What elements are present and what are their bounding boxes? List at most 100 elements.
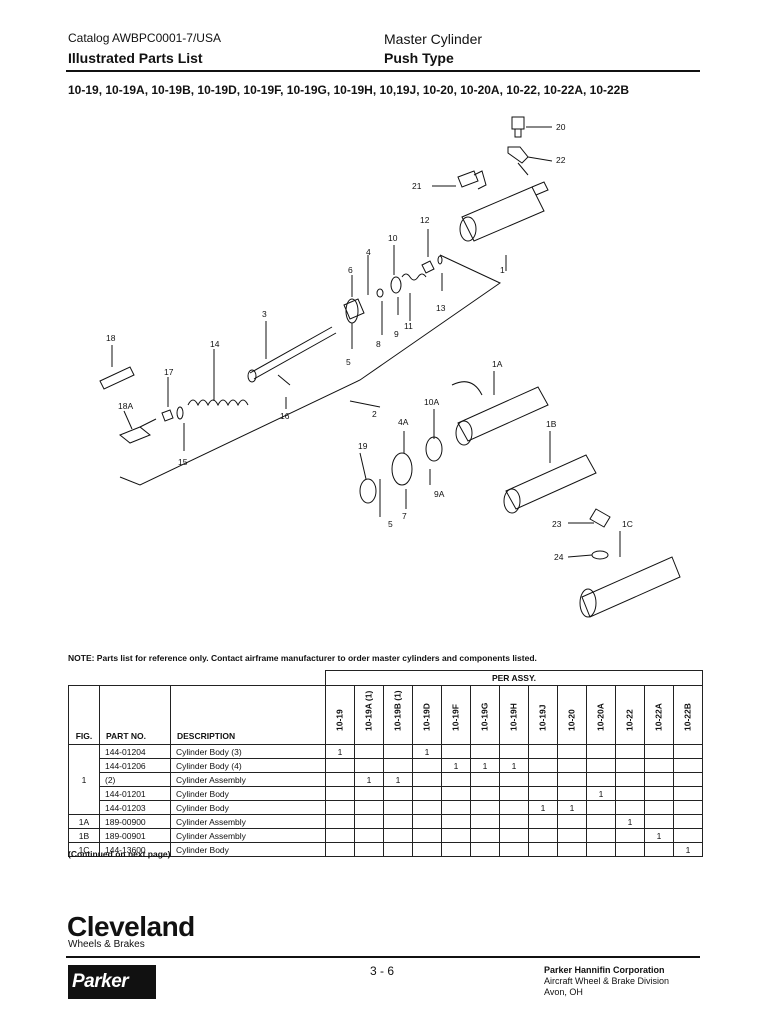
quantity-cell <box>644 772 674 787</box>
diagram-label: 4 <box>366 247 371 257</box>
quantity-cell <box>383 842 413 857</box>
diagram-label: 1 <box>500 265 505 275</box>
quantity-cell <box>673 814 703 829</box>
description-cell: Cylinder Assembly <box>170 814 326 829</box>
quantity-cell: 1 <box>383 772 413 787</box>
col-model: 10-19B (1) <box>383 685 413 745</box>
diagram-label: 18 <box>106 333 116 343</box>
quantity-cell <box>354 800 384 815</box>
quantity-cell <box>557 772 587 787</box>
quantity-cell <box>354 744 384 759</box>
continued-note: (Continued on next page) <box>68 849 171 859</box>
quantity-cell <box>354 786 384 801</box>
quantity-cell <box>499 828 529 843</box>
diagram-label: 3 <box>262 309 267 319</box>
diagram-label: 5 <box>346 357 351 367</box>
part-number-cell: 189-00900 <box>99 814 171 829</box>
col-model: 10-20A <box>586 685 616 745</box>
col-model: 10-22A <box>644 685 674 745</box>
exploded-parts-diagram: 20 22 21 12 10 4 6 1 13 11 9 8 5 3 18 17… <box>99 116 681 618</box>
diagram-label: 24 <box>554 552 564 562</box>
quantity-cell <box>441 744 471 759</box>
quantity-cell <box>557 786 587 801</box>
diagram-label: 2 <box>372 409 377 419</box>
quantity-cell <box>470 772 500 787</box>
part-number-cell: 144-01203 <box>99 800 171 815</box>
quantity-cell <box>470 786 500 801</box>
quantity-cell <box>470 800 500 815</box>
per-assy-header: PER ASSY. <box>325 670 703 686</box>
quantity-cell <box>615 800 645 815</box>
diagram-label: 16 <box>280 411 290 421</box>
diagram-label: 4A <box>398 417 409 427</box>
col-model: 10-19A (1) <box>354 685 384 745</box>
catalog-number: Catalog AWBPC0001-7/USA <box>68 31 221 45</box>
col-part-no: PART NO. <box>99 685 171 745</box>
diagram-label: 19 <box>358 441 368 451</box>
quantity-cell <box>383 828 413 843</box>
diagram-label: 9A <box>434 489 445 499</box>
quantity-cell <box>644 786 674 801</box>
diagram-label: 21 <box>412 181 422 191</box>
quantity-cell <box>673 744 703 759</box>
quantity-cell <box>354 842 384 857</box>
quantity-cell <box>673 772 703 787</box>
division-name: Aircraft Wheel & Brake Division <box>544 976 670 986</box>
quantity-cell <box>383 800 413 815</box>
quantity-cell <box>383 814 413 829</box>
quantity-cell: 1 <box>412 744 442 759</box>
quantity-cell <box>383 744 413 759</box>
reference-note: NOTE: Parts list for reference only. Con… <box>68 653 537 663</box>
quantity-cell <box>470 842 500 857</box>
col-model: 10-19G <box>470 685 500 745</box>
col-model: 10-19H <box>499 685 529 745</box>
footer-divider <box>66 956 700 958</box>
parker-logo: Parker <box>68 965 156 999</box>
col-model: 10-19F <box>441 685 471 745</box>
corporation-name: Parker Hannifin Corporation <box>544 965 665 975</box>
fig-cell: 1B <box>68 828 100 843</box>
quantity-cell <box>354 814 384 829</box>
description-cell: Cylinder Assembly <box>170 828 326 843</box>
description-cell: Cylinder Body <box>170 786 326 801</box>
diagram-label: 10A <box>424 397 439 407</box>
part-number-cell: (2) <box>99 772 171 787</box>
model-list: 10-19, 10-19A, 10-19B, 10-19D, 10-19F, 1… <box>68 83 630 97</box>
diagram-label: 17 <box>164 367 174 377</box>
col-model: 10-19D <box>412 685 442 745</box>
quantity-cell <box>557 814 587 829</box>
quantity-cell <box>412 758 442 773</box>
header-divider <box>66 70 700 72</box>
quantity-cell <box>673 786 703 801</box>
description-cell: Cylinder Body (3) <box>170 744 326 759</box>
diagram-label: 13 <box>436 303 446 313</box>
quantity-cell <box>528 744 558 759</box>
quantity-cell <box>325 758 355 773</box>
quantity-cell <box>528 828 558 843</box>
quantity-cell <box>586 842 616 857</box>
quantity-cell <box>673 758 703 773</box>
quantity-cell <box>586 758 616 773</box>
part-number-cell: 144-13600 <box>99 842 171 857</box>
diagram-label: 20 <box>556 122 566 132</box>
diagram-label: 5 <box>388 519 393 529</box>
diagram-label: 14 <box>210 339 220 349</box>
fig-cell: 1C <box>68 842 100 857</box>
quantity-cell <box>644 814 674 829</box>
quantity-cell <box>441 800 471 815</box>
quantity-cell <box>586 814 616 829</box>
diagram-label: 6 <box>348 265 353 275</box>
quantity-cell <box>441 772 471 787</box>
quantity-cell <box>615 842 645 857</box>
quantity-cell <box>586 800 616 815</box>
quantity-cell <box>325 828 355 843</box>
quantity-cell <box>528 772 558 787</box>
diagram-label: 10 <box>388 233 398 243</box>
quantity-cell <box>354 758 384 773</box>
